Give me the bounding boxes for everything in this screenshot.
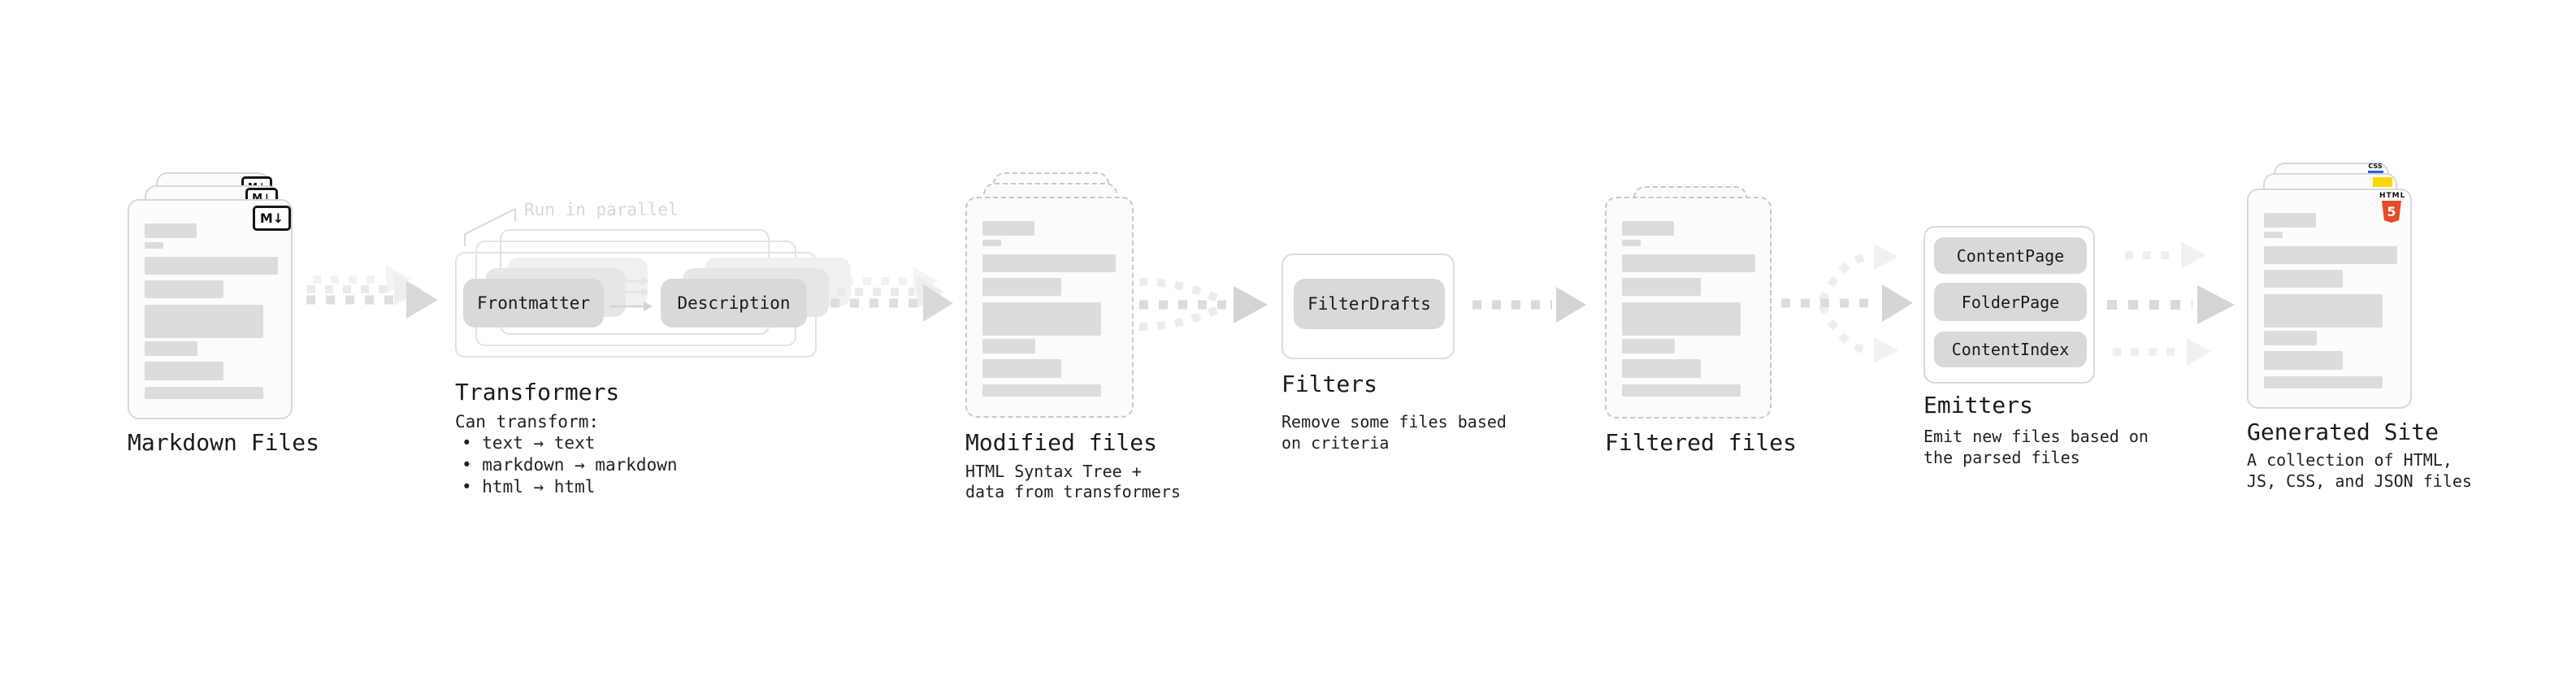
placeholder-bar xyxy=(145,362,223,380)
generated-site-desc: A collection of HTML, JS, CSS, and JSON … xyxy=(2247,449,2472,492)
placeholder-bar xyxy=(1622,278,1701,296)
placeholder-bar xyxy=(145,242,163,249)
placeholder-bar xyxy=(2264,376,2383,388)
desc-line: Emit new files based on xyxy=(1923,427,2149,446)
list-item: • text → text xyxy=(462,433,596,453)
placeholder-bar xyxy=(145,223,197,238)
stage-label-emitters: Emitters xyxy=(1923,392,2033,419)
placeholder-bar xyxy=(2264,294,2383,327)
placeholder-bar xyxy=(1622,240,1641,246)
stage-label-filtered-files: Filtered files xyxy=(1605,429,1798,456)
placeholder-bar xyxy=(1622,254,1755,272)
arrow-emitters-to-generated xyxy=(2107,241,2235,366)
placeholder-bar xyxy=(982,240,1001,246)
placeholder-bar xyxy=(982,384,1101,397)
desc-line: A collection of HTML, xyxy=(2247,450,2452,470)
emitters-desc: Emit new files based on the parsed files xyxy=(1923,426,2149,468)
filters-desc: Remove some files based on criteria xyxy=(1281,411,1507,453)
stage-label-generated-site: Generated Site xyxy=(2247,419,2439,445)
placeholder-bar xyxy=(982,254,1116,272)
desc-line: Remove some files based xyxy=(1281,412,1507,432)
placeholder-bar xyxy=(2264,213,2316,228)
generated-file-card xyxy=(2247,189,2412,409)
placeholder-bar xyxy=(982,278,1061,296)
placeholder-bar xyxy=(982,302,1101,336)
placeholder-text-bars xyxy=(2264,190,2397,388)
html5-icon-text: HTML xyxy=(2379,192,2406,200)
stage-label-modified-files: Modified files xyxy=(965,429,1158,456)
desc-line: the parsed files xyxy=(1923,448,2080,467)
stage-label-filters: Filters xyxy=(1281,371,1378,397)
list-item: • html → html xyxy=(462,477,596,497)
placeholder-bar xyxy=(2264,232,2283,238)
frontmatter-pill: Frontmatter xyxy=(463,279,604,327)
transformers-capability-list: • text → text • markdown → markdown • ht… xyxy=(462,432,678,498)
folderpage-pill: FolderPage xyxy=(1934,283,2087,321)
placeholder-bar xyxy=(1622,384,1741,397)
placeholder-bar xyxy=(1622,339,1675,354)
filtered-file-card xyxy=(1605,197,1772,419)
desc-line: JS, CSS, and JSON files xyxy=(2247,471,2472,491)
desc-line: data from transformers xyxy=(965,482,1181,501)
html5-icon-number: 5 xyxy=(2387,204,2396,219)
placeholder-bar xyxy=(982,221,1034,236)
placeholder-bar xyxy=(1622,359,1701,378)
desc-line: HTML Syntax Tree + xyxy=(965,462,1142,481)
stage-label-markdown-files: Markdown Files xyxy=(128,429,320,456)
placeholder-bar xyxy=(2264,351,2343,370)
arrow-markdown-to-transformers xyxy=(306,265,438,319)
description-pill: Description xyxy=(661,279,807,327)
arrow-modified-to-filters xyxy=(1138,278,1268,331)
arrow-filters-to-filtered xyxy=(1472,287,1586,323)
css-icon-bar xyxy=(2367,171,2383,174)
placeholder-bar xyxy=(145,387,263,399)
placeholder-bar xyxy=(145,341,197,356)
modified-files-desc: HTML Syntax Tree + data from transformer… xyxy=(965,462,1181,502)
css-icon-text: CSS xyxy=(2368,163,2383,170)
contentindex-pill: ContentIndex xyxy=(1934,332,2087,367)
placeholder-text-bars xyxy=(982,198,1116,397)
transformers-desc-heading: Can transform: xyxy=(455,412,600,432)
modified-file-card xyxy=(965,197,1134,418)
placeholder-bar xyxy=(982,339,1035,354)
placeholder-text-bars xyxy=(1622,198,1755,397)
markdown-icon: M↓ xyxy=(253,206,291,231)
placeholder-bar xyxy=(1622,221,1674,236)
placeholder-bar xyxy=(145,305,263,338)
desc-line: on criteria xyxy=(1281,433,1390,453)
placeholder-bar xyxy=(1622,302,1741,336)
filterdrafts-pill: FilterDrafts xyxy=(1294,279,1445,329)
markdown-file-card xyxy=(128,199,293,419)
arrow-filtered-to-emitters xyxy=(1781,244,1913,363)
css-icon: CSS xyxy=(2366,163,2384,174)
stage-label-transformers: Transformers xyxy=(455,379,620,406)
placeholder-bar xyxy=(2264,270,2343,288)
placeholder-text-bars xyxy=(145,201,278,399)
html5-icon: HTML 5 xyxy=(2379,192,2406,223)
placeholder-bar xyxy=(2264,331,2317,345)
run-in-parallel-note: Run in parallel xyxy=(524,200,679,219)
html5-icon-shield: 5 xyxy=(2382,201,2401,223)
contentpage-pill: ContentPage xyxy=(1934,237,2087,274)
placeholder-bar xyxy=(982,359,1061,378)
list-item: • markdown → markdown xyxy=(462,455,678,475)
placeholder-bar xyxy=(2264,246,2397,264)
placeholder-bar xyxy=(145,257,278,275)
js-icon xyxy=(2373,177,2392,187)
placeholder-bar xyxy=(145,280,223,298)
